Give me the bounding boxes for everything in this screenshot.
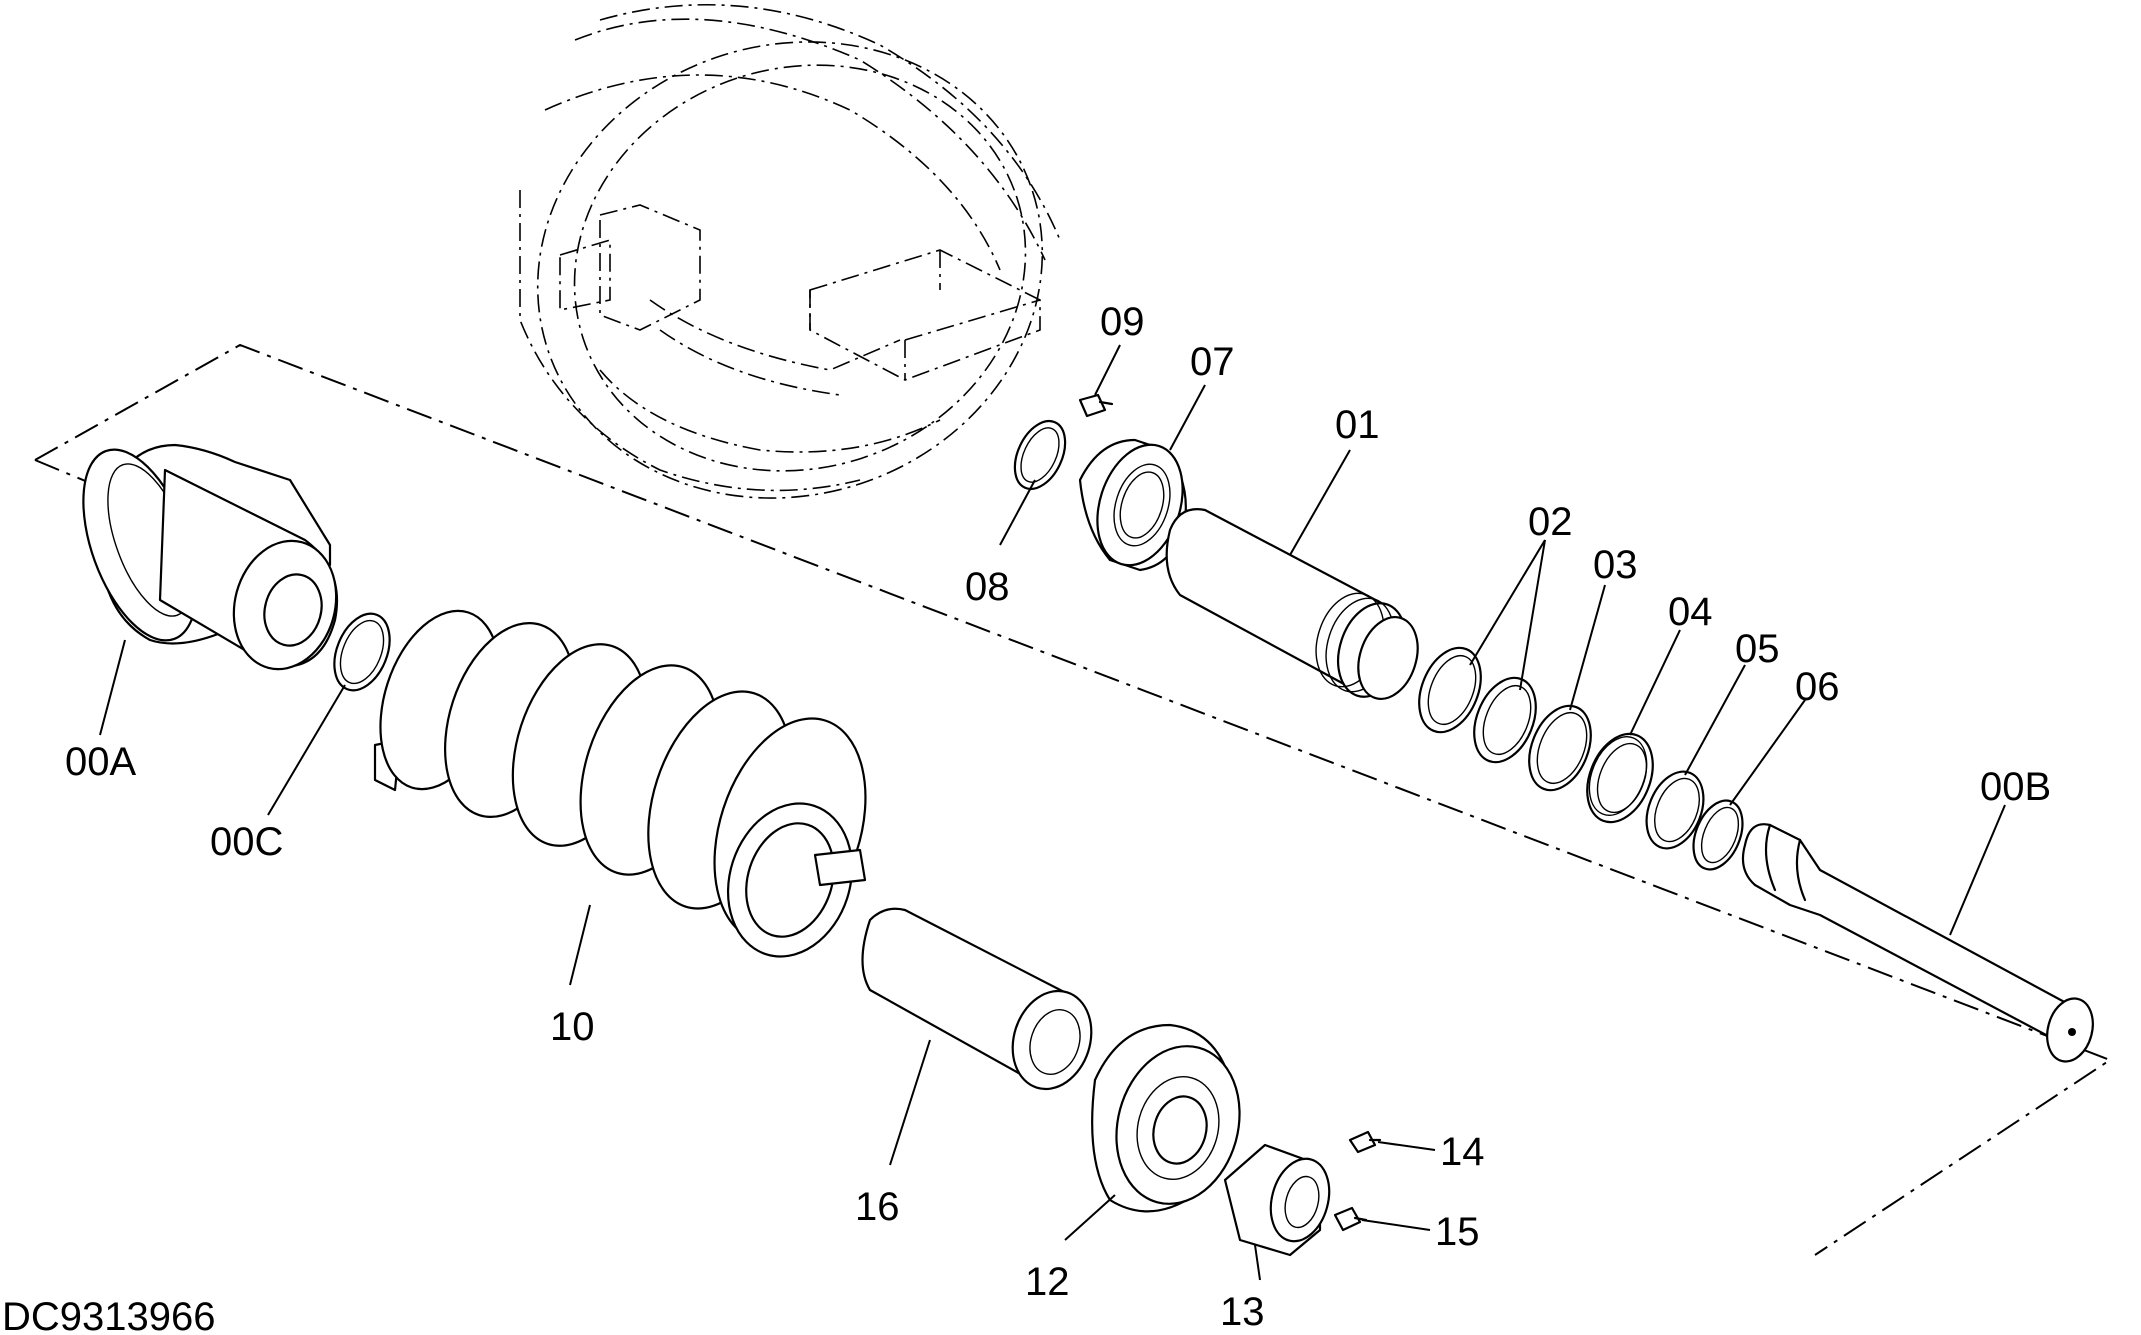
part-label-07: 07 <box>1190 340 1235 384</box>
part-label-00B: 00B <box>1980 765 2051 809</box>
leader-lines <box>99 344 2006 1281</box>
part-label-13: 13 <box>1220 1290 1265 1334</box>
part-00B-rod <box>1741 823 2094 1063</box>
part-label-06: 06 <box>1795 665 1840 709</box>
part-label-10: 10 <box>550 1005 595 1049</box>
part-15-bolt <box>1333 1206 1368 1232</box>
part-00A-bracket <box>82 443 339 671</box>
part-02-seals <box>1418 646 1537 764</box>
part-10-spring <box>373 609 867 958</box>
part-00C-ring <box>333 612 391 692</box>
part-label-12: 12 <box>1025 1260 1070 1304</box>
part-label-00C: 00C <box>210 820 283 864</box>
part-14-bolt <box>1348 1130 1382 1154</box>
part-label-05: 05 <box>1735 627 1780 671</box>
part-12-flange <box>1091 1023 1241 1213</box>
assembly-frame <box>34 343 2113 1256</box>
part-07-hub <box>1078 438 1187 572</box>
part-01-sleeve <box>1165 508 1419 700</box>
part-label-16: 16 <box>855 1185 900 1229</box>
part-label-09: 09 <box>1100 300 1145 344</box>
part-label-04: 04 <box>1668 590 1713 634</box>
part-08-ring <box>1013 419 1067 491</box>
drawing-id: DC9313966 <box>2 1295 216 1335</box>
idler-wheel-phantom <box>519 3 1061 499</box>
part-label-03: 03 <box>1593 543 1638 587</box>
part-03-ring <box>1528 704 1592 792</box>
part-label-14: 14 <box>1440 1130 1485 1174</box>
part-label-15: 15 <box>1435 1210 1480 1254</box>
part-label-08: 08 <box>965 565 1010 609</box>
part-16-spacer <box>861 907 1093 1091</box>
part-05-ring <box>1645 770 1705 850</box>
part-04-ring <box>1586 732 1654 824</box>
part-label-00A: 00A <box>65 740 136 784</box>
part-label-01: 01 <box>1335 403 1380 447</box>
part-label-02: 02 <box>1528 500 1573 544</box>
part-13-collar <box>1223 1143 1331 1257</box>
part-09-fitting <box>1078 393 1114 418</box>
